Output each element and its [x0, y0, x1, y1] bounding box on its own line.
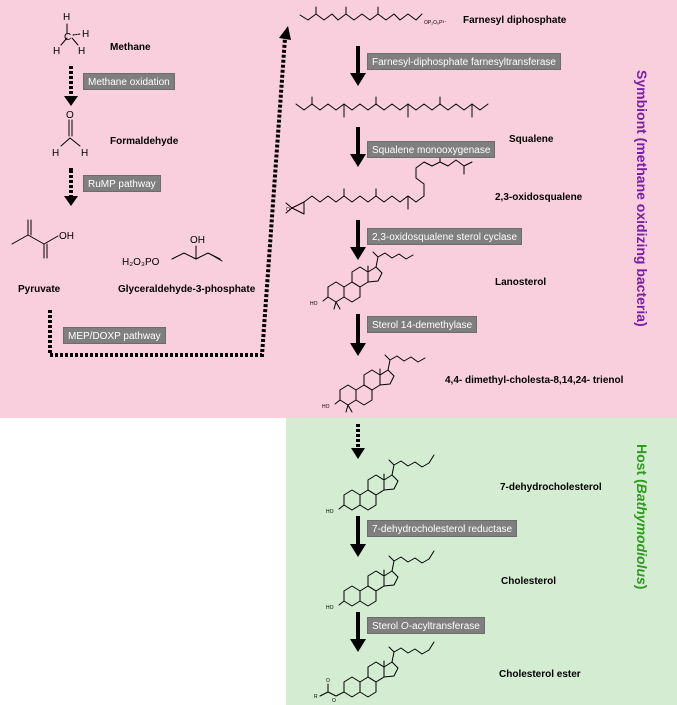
oxidosqualene-label: 2,3-oxidosqualene	[495, 192, 583, 203]
symbiont-region	[0, 0, 677, 418]
g3p-structure: H₂O₃PO OH	[122, 235, 223, 268]
g3p-label: Glyceraldehyde-3-phosphate	[118, 284, 256, 295]
lanosterol-label: Lanosterol	[495, 277, 547, 288]
lanosterol-structure: HO	[310, 251, 414, 310]
squalene-label: Squalene	[509, 134, 554, 145]
enzyme-fdft: Farnesyl-diphosphate farnesyltransferase	[367, 53, 561, 70]
methane-h-top: H	[63, 12, 70, 23]
pyruvate-label: Pyruvate	[18, 284, 61, 295]
pyruvate-oh: OH	[59, 231, 74, 242]
enzyme-squalene-monooxygenase: Squalene monooxygenase	[367, 141, 496, 158]
ester-o-double: O	[326, 678, 330, 684]
ester-o-single: O	[332, 698, 336, 704]
enzyme-sterol-demethylase: Sterol 14-demethylase	[367, 316, 478, 333]
methane-label: Methane	[110, 42, 151, 53]
enzyme-rump-pathway: RuMP pathway	[83, 175, 161, 192]
dotted-arrows	[48, 26, 365, 459]
formaldehyde-o: O	[66, 110, 74, 121]
methane-structure: H C H H H	[53, 12, 89, 57]
formaldehyde-h-left: H	[52, 148, 59, 159]
methane-h-back: H	[82, 29, 89, 40]
acyl-o: O	[400, 621, 409, 632]
formaldehyde-label: Formaldehyde	[110, 136, 179, 147]
squalene-structure	[295, 96, 489, 118]
enzyme-sterol-acyltransferase: Sterol O-acyltransferase	[367, 617, 485, 634]
dehydrocholesterol-structure: HO	[326, 454, 435, 515]
farnesyl-opp: OP₂O₆P³⁻	[424, 20, 447, 26]
enzyme-methane-oxidation: Methane oxidation	[83, 73, 175, 90]
pyruvate-structure: OH	[11, 219, 74, 259]
enzyme-mep-doxp: MEP/DOXP pathway	[63, 327, 166, 344]
epoxide-o: O	[286, 207, 290, 213]
ester-r: R	[314, 694, 318, 700]
lanosterol-ho: HO	[310, 301, 318, 307]
g3p-oh: OH	[190, 235, 205, 246]
formaldehyde-structure: O H H	[52, 110, 88, 159]
dehydrocholesterol-label: 7-dehydrocholesterol	[500, 482, 602, 493]
cholesterol-label: Cholesterol	[501, 576, 557, 587]
farnesyl-structure: OP₂O₆P³⁻	[299, 6, 447, 26]
trienol-ho: HO	[322, 404, 330, 410]
solid-arrows	[350, 46, 366, 652]
cholesterol-ester-label: Cholesterol ester	[499, 669, 581, 680]
enzyme-oxidosqualene-cyclase: 2,3-oxidosqualene sterol cyclase	[367, 228, 523, 245]
formaldehyde-h-right: H	[81, 148, 88, 159]
trienol-label: 4,4- dimethyl-cholesta-8,14,24- trienol	[445, 375, 624, 386]
g3p-phosphate: H₂O₃PO	[122, 257, 160, 268]
enzyme-dhc-reductase: 7-dehydrocholesterol reductase	[367, 520, 518, 537]
oxidosqualene-structure: O	[285, 154, 473, 215]
farnesyl-label: Farnesyl diphosphate	[463, 15, 567, 26]
cholesterol-ho: HO	[326, 605, 334, 611]
methane-c: C	[64, 32, 71, 43]
cholesterol-structure: HO	[326, 550, 435, 611]
host-region	[286, 418, 677, 705]
trienol-structure: HO	[322, 354, 426, 413]
cholesterol-ester-structure: O O R	[314, 641, 435, 704]
methane-h-left: H	[53, 46, 60, 57]
acyl-prefix: Sterol	[372, 621, 401, 632]
methane-h-right: H	[78, 46, 85, 57]
acyl-suffix: -acyltransferase	[408, 621, 480, 632]
dehydrocholesterol-ho: HO	[326, 509, 334, 515]
